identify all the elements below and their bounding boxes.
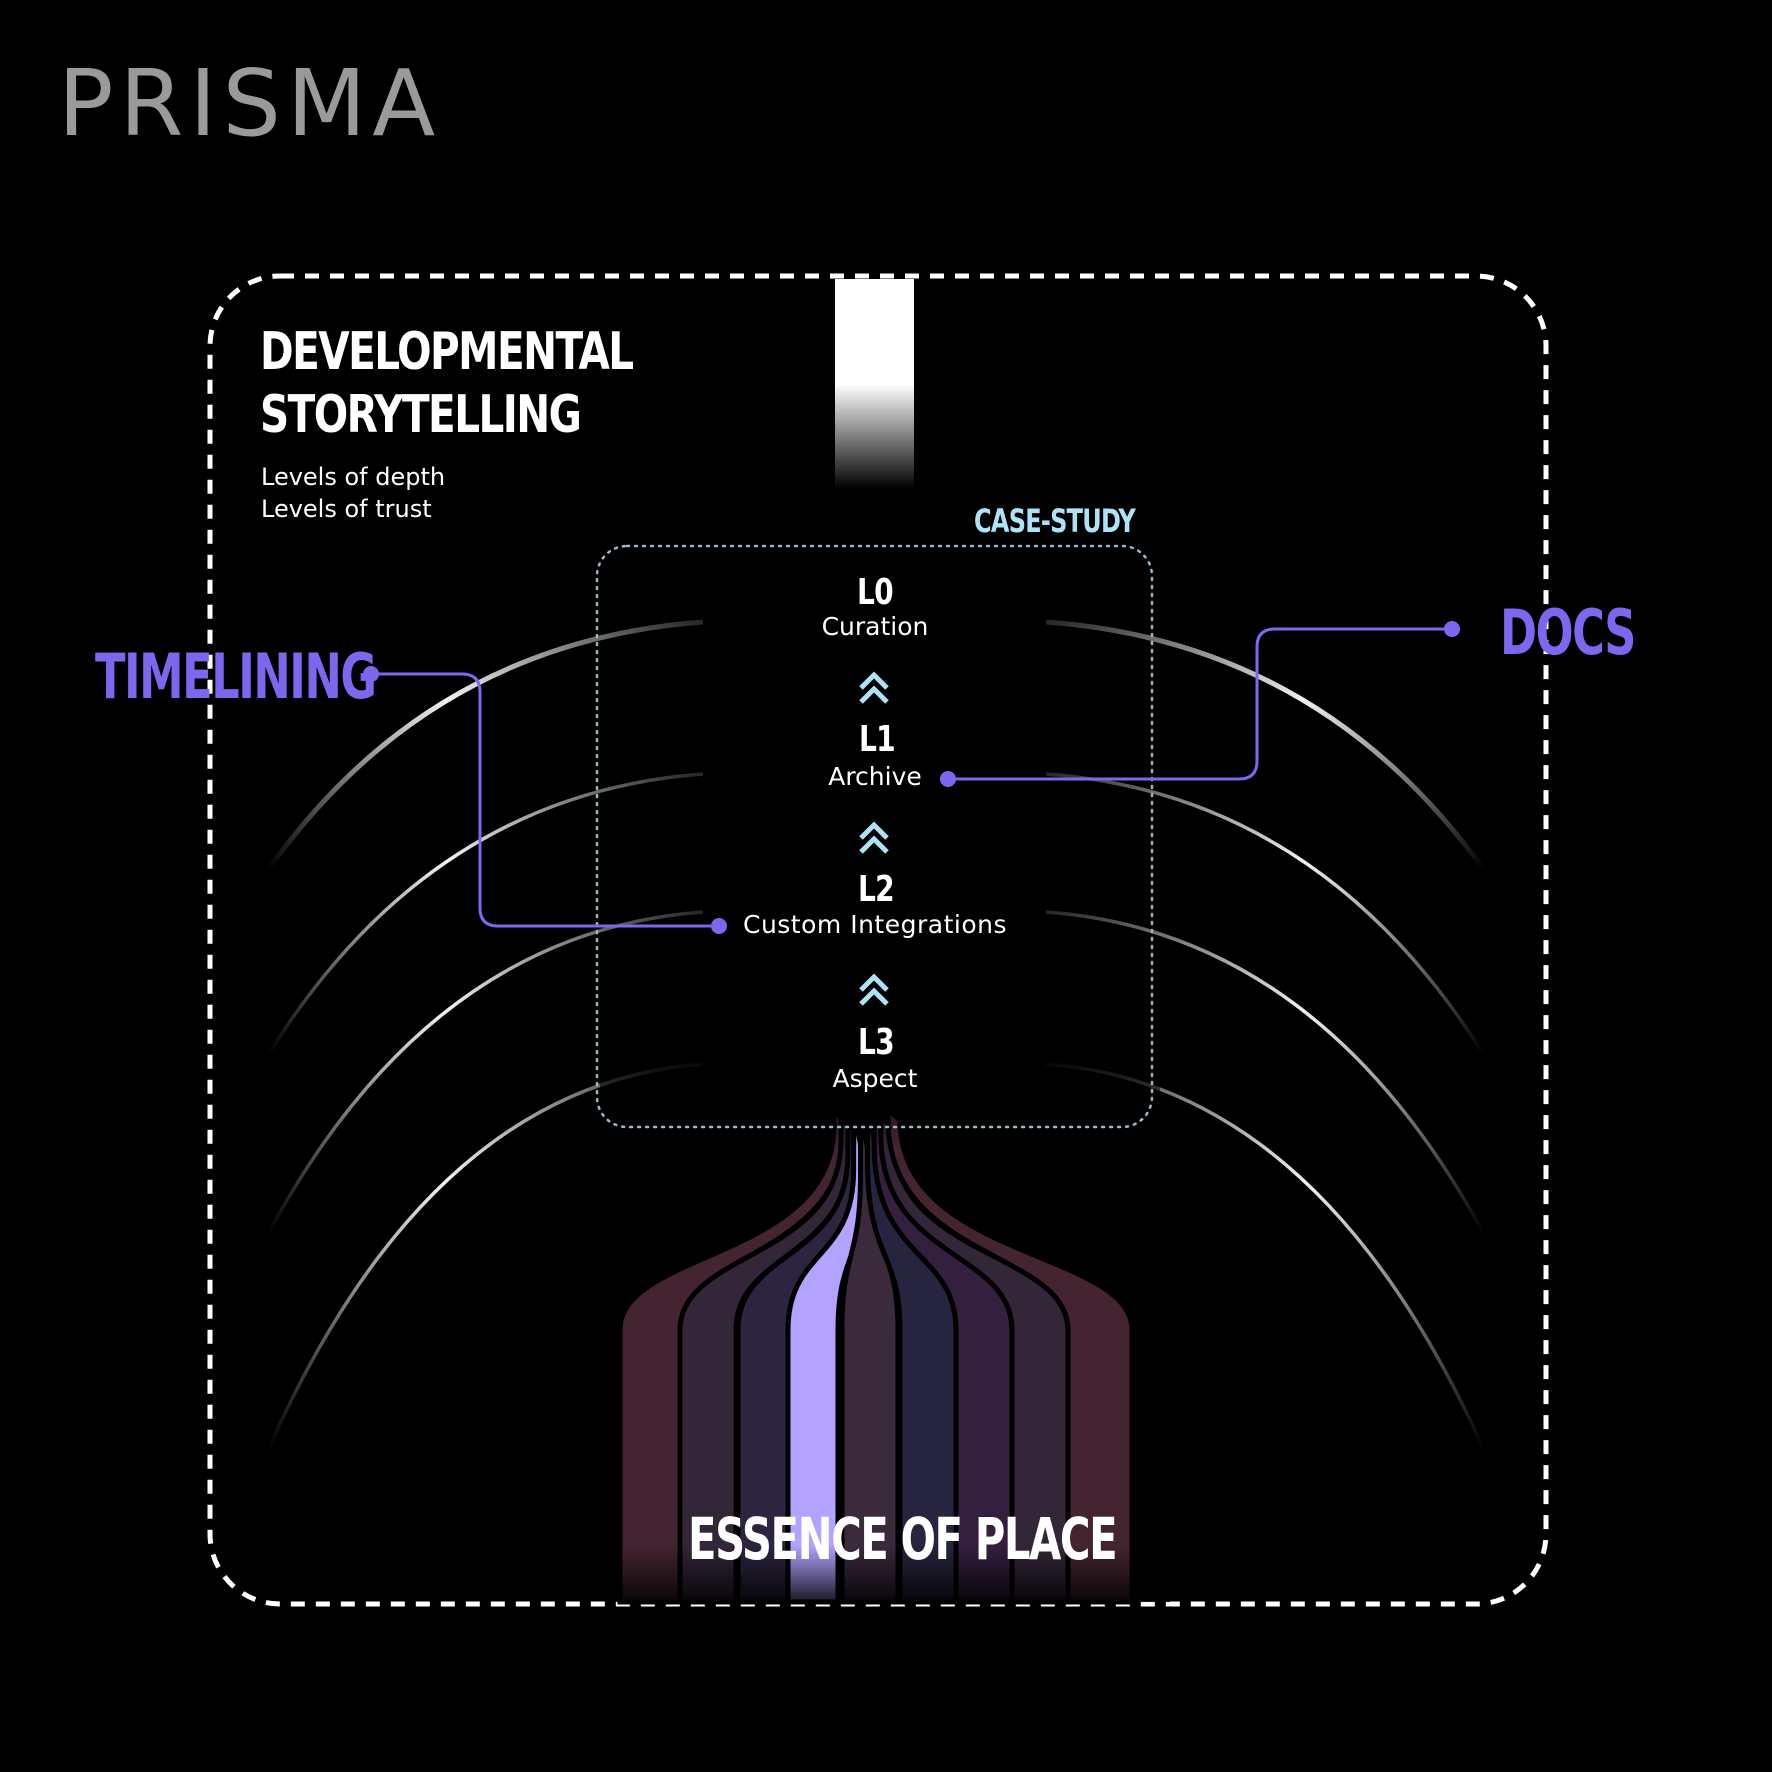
arc-left <box>265 619 704 872</box>
header-subtitle-line2: Levels of trust <box>261 495 432 523</box>
chevron-up-icon <box>859 685 889 704</box>
arc-left <box>266 772 704 1056</box>
header-title-line2: STORYTELLING <box>260 385 582 445</box>
streams-bottom-fade <box>610 1460 1170 1602</box>
essence-of-place-label: ESSENCE OF PLACE <box>688 1505 1118 1573</box>
arc-right <box>1045 619 1487 872</box>
level-code: L1 <box>859 719 896 760</box>
docs-dot-end <box>1444 621 1460 637</box>
docs-dot-start <box>940 771 956 787</box>
timelining-label: TIMELINING <box>95 640 377 713</box>
timelining-connector <box>371 672 719 928</box>
level-name: Custom Integrations <box>742 910 1007 939</box>
chevron-up-icon <box>859 821 889 840</box>
header-title-line1: DEVELOPMENTAL <box>260 322 634 382</box>
level-chevrons <box>859 671 889 1006</box>
case-study-frame <box>595 544 1154 1129</box>
level-name: Aspect <box>832 1064 918 1093</box>
prisma-logo: PRISMA <box>58 54 458 154</box>
arc-right <box>1045 772 1486 1056</box>
level-code: L0 <box>857 572 894 613</box>
chevron-up-icon <box>859 671 889 690</box>
header-subtitle-line1: Levels of depth <box>261 463 446 491</box>
chevron-up-icon <box>859 973 889 992</box>
streams-top-fade <box>600 1040 1160 1150</box>
level-name: Archive <box>828 762 922 791</box>
timelining-dot-start <box>363 666 379 682</box>
docs-connector <box>948 627 1452 781</box>
level-code: L2 <box>858 869 895 910</box>
timelining-dot-end <box>711 918 727 934</box>
chevron-up-icon <box>859 835 889 854</box>
level-code: L3 <box>858 1022 895 1063</box>
logo-text: PRISMA <box>58 50 442 157</box>
arc-left <box>266 910 704 1235</box>
chevron-up-icon <box>859 987 889 1006</box>
arc-right <box>1045 910 1486 1235</box>
case-study-label: CASE-STUDY <box>974 502 1136 540</box>
level-name: Curation <box>821 612 929 641</box>
light-beam <box>835 279 914 489</box>
docs-label: DOCS <box>1500 596 1636 669</box>
